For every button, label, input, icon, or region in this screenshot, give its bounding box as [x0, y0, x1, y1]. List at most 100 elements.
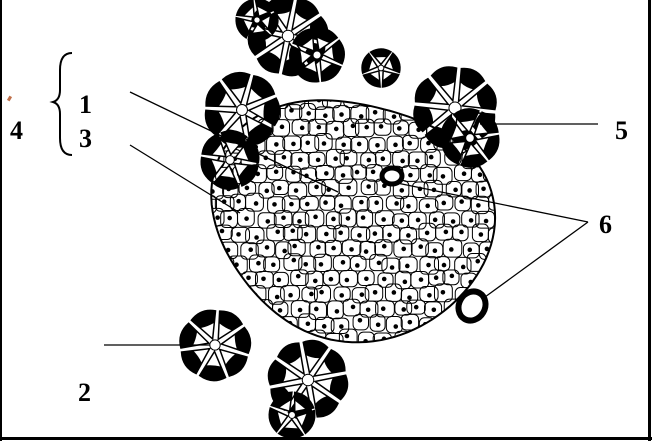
- cell-nucleus: [344, 156, 349, 161]
- cell-nucleus: [323, 113, 328, 118]
- acinar-lumen: [313, 51, 321, 59]
- cell-nucleus: [265, 219, 270, 224]
- cell-nucleus: [382, 277, 387, 282]
- cell-nucleus: [408, 173, 413, 178]
- cell-nucleus: [375, 143, 380, 148]
- cell-nucleus: [339, 293, 344, 298]
- cell-nucleus: [374, 200, 379, 205]
- cell-nucleus: [407, 141, 412, 146]
- cell-nucleus: [319, 262, 324, 267]
- cell-nucleus: [356, 80, 361, 85]
- cell-nucleus: [296, 274, 301, 279]
- cell-nucleus: [287, 80, 292, 85]
- islet-cell: [224, 271, 239, 288]
- acinar-lumen: [254, 17, 260, 23]
- cell-nucleus: [381, 156, 386, 161]
- cell-nucleus: [381, 217, 386, 222]
- cell-nucleus: [360, 292, 365, 297]
- cell-nucleus: [501, 155, 506, 160]
- cell-nucleus: [290, 228, 295, 233]
- cell-nucleus: [501, 277, 506, 282]
- cell-nucleus: [359, 114, 364, 119]
- acinar-lumen: [466, 134, 475, 143]
- acinus: [290, 28, 344, 82]
- cell-nucleus: [358, 318, 363, 323]
- cell-nucleus: [264, 336, 269, 341]
- cell-nucleus: [314, 185, 319, 190]
- cell-nucleus: [400, 159, 405, 164]
- cell-nucleus: [373, 231, 378, 236]
- cell-nucleus: [433, 218, 438, 223]
- cell-nucleus: [305, 202, 310, 207]
- islet-cell: [375, 93, 394, 108]
- cell-nucleus: [277, 278, 282, 283]
- cell-nucleus: [313, 215, 318, 220]
- cell-nucleus: [381, 306, 386, 311]
- cell-nucleus: [249, 309, 254, 314]
- cell-nucleus: [497, 185, 502, 190]
- cell-nucleus: [296, 97, 301, 102]
- cell-nucleus: [469, 218, 474, 223]
- cell-nucleus: [427, 173, 432, 178]
- cell-nucleus: [331, 246, 336, 251]
- acinar-lumen: [210, 340, 220, 350]
- islet-cell: [281, 76, 299, 91]
- cell-nucleus: [297, 219, 302, 224]
- islet-cell: [486, 316, 503, 331]
- label-2: 2: [78, 380, 91, 406]
- cell-nucleus: [219, 291, 224, 296]
- cell-nucleus: [429, 155, 434, 160]
- cell-nucleus: [383, 97, 388, 102]
- cell-nucleus: [361, 215, 366, 220]
- basophilic-cap: [303, 340, 327, 358]
- cell-nucleus: [323, 200, 328, 205]
- cell-nucleus: [461, 265, 466, 270]
- cell-nucleus: [339, 204, 344, 209]
- cell-nucleus: [322, 141, 327, 146]
- cell-nucleus: [405, 264, 410, 269]
- cell-nucleus: [316, 245, 321, 250]
- cell-nucleus: [246, 275, 251, 280]
- capillary-inner: [382, 168, 402, 184]
- cell-nucleus: [254, 235, 259, 240]
- cell-nucleus: [393, 324, 398, 329]
- cell-nucleus: [275, 229, 280, 234]
- cell-nucleus: [339, 112, 344, 117]
- cell-nucleus: [279, 336, 284, 341]
- cell-nucleus: [338, 231, 343, 236]
- cell-nucleus: [469, 336, 474, 341]
- cell-nucleus: [281, 215, 286, 220]
- cell-nucleus: [479, 232, 484, 237]
- cell-nucleus: [364, 125, 369, 130]
- cell-nucleus: [221, 262, 226, 267]
- islet-cell: [213, 284, 231, 301]
- acinar-lumen: [237, 105, 248, 116]
- label-4: 4: [10, 118, 23, 144]
- cell-nucleus: [331, 217, 336, 222]
- cell-nucleus: [379, 124, 384, 129]
- cell-nucleus: [494, 263, 499, 268]
- cell-nucleus: [494, 232, 499, 237]
- cell-nucleus: [408, 320, 413, 325]
- cell-nucleus: [292, 244, 297, 249]
- cell-nucleus: [264, 189, 269, 194]
- cell-nucleus: [351, 96, 356, 101]
- basophilic-cap: [330, 375, 348, 399]
- cell-nucleus: [234, 262, 239, 267]
- cell-nucleus: [377, 261, 382, 266]
- label-3: 3: [79, 126, 92, 152]
- cell-nucleus: [366, 307, 371, 312]
- cell-nucleus: [271, 262, 276, 267]
- cell-nucleus: [341, 173, 346, 178]
- cell-nucleus: [278, 308, 283, 313]
- cell-nucleus: [351, 305, 356, 310]
- cell-nucleus: [475, 259, 480, 264]
- cell-nucleus: [288, 293, 293, 298]
- cell-nucleus: [324, 232, 329, 237]
- cell-nucleus: [316, 158, 321, 163]
- label-6: 6: [599, 212, 612, 238]
- cell-nucleus: [467, 248, 472, 253]
- cell-nucleus: [426, 263, 431, 268]
- islet-cell: [495, 332, 512, 348]
